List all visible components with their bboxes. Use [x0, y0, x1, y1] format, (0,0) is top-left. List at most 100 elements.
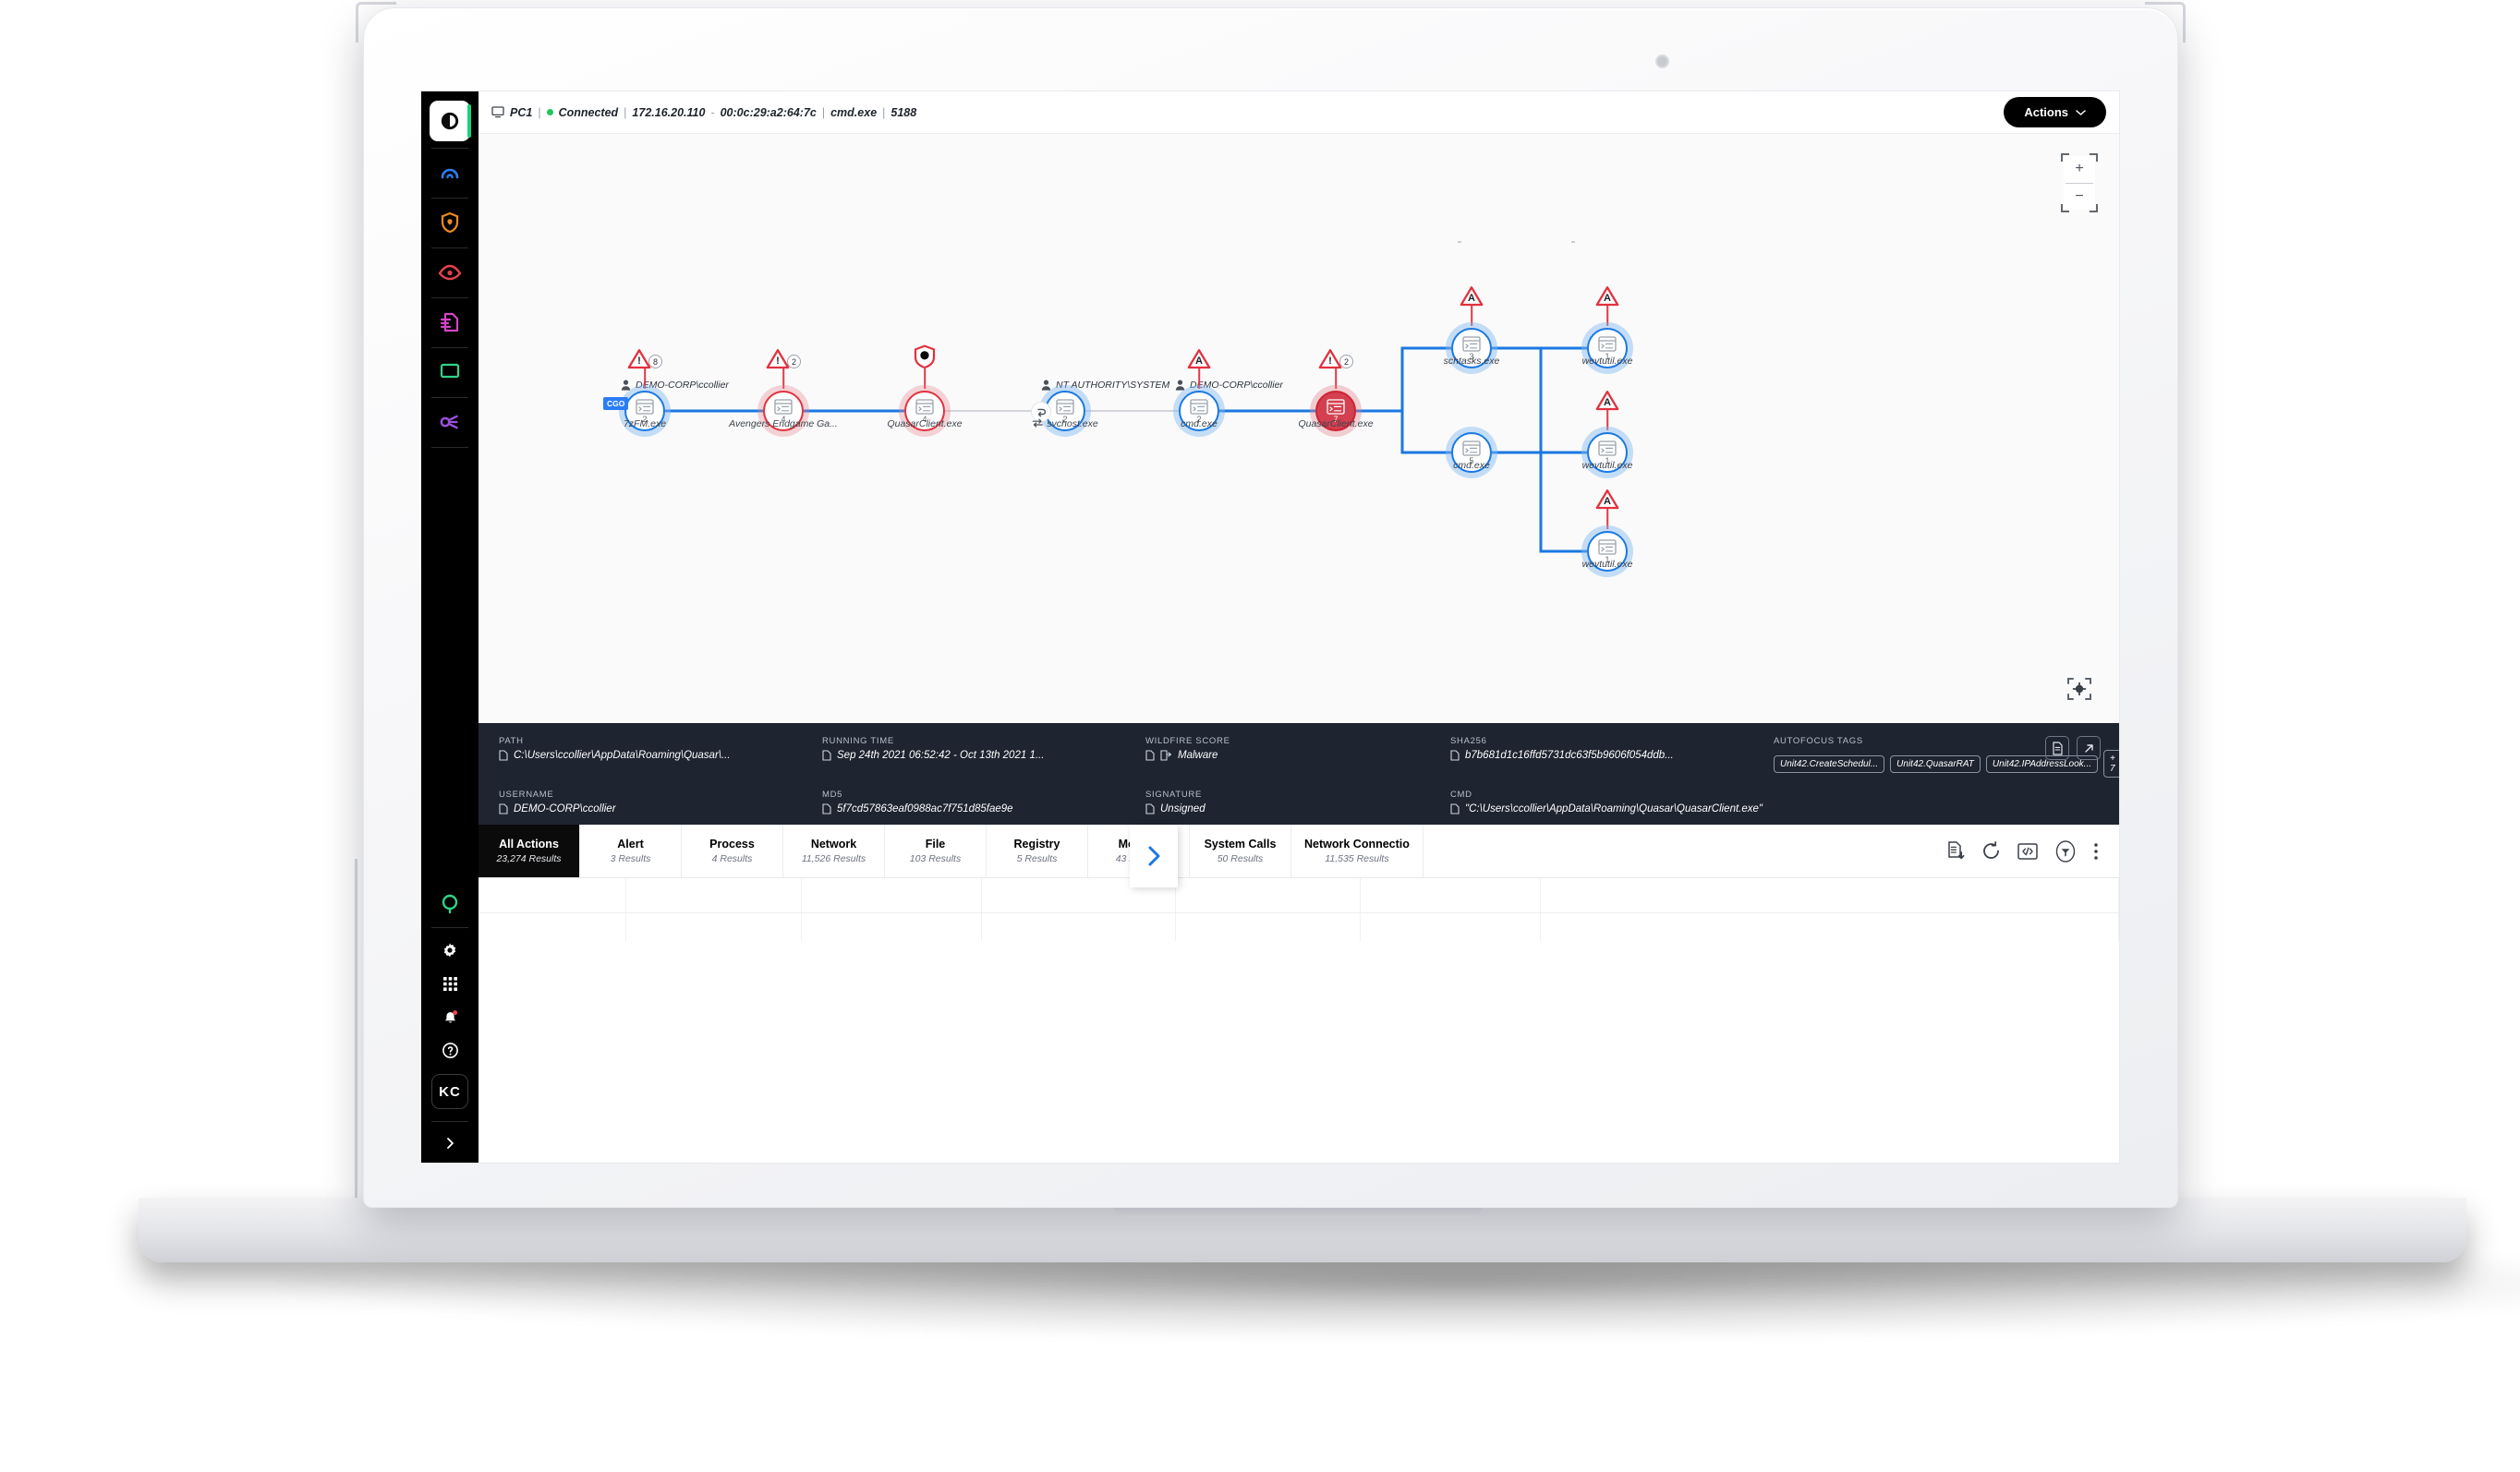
- alert-badge[interactable]: A: [1187, 348, 1211, 369]
- sidebar-item-investigation[interactable]: [430, 258, 470, 287]
- node-circle[interactable]: 2: [1179, 391, 1219, 431]
- zoom-out-button[interactable]: −: [2064, 183, 2095, 210]
- alert-badge[interactable]: A: [1595, 285, 1619, 307]
- open-external-icon[interactable]: [2077, 736, 2101, 760]
- separator: |: [882, 105, 886, 119]
- warning-triangle-icon: A: [1595, 489, 1619, 510]
- notifications-bell-icon[interactable]: [430, 1003, 470, 1031]
- wildfire-link-icon[interactable]: [1160, 750, 1172, 761]
- autofocus-tag[interactable]: Unit42.CreateSchedul...: [1774, 754, 1885, 773]
- sidebar-item-rules[interactable]: [430, 407, 470, 437]
- rail-divider: [431, 447, 468, 448]
- table-cell: [626, 913, 802, 941]
- sidebar-item-endpoints[interactable]: [430, 357, 470, 387]
- node-circle[interactable]: 7: [1315, 391, 1356, 431]
- actions-button[interactable]: Actions: [2004, 97, 2106, 127]
- terminal-icon: [1327, 398, 1345, 415]
- sidebar-item-dashboard[interactable]: [430, 158, 470, 187]
- table-cell: [1541, 913, 2119, 941]
- chevron-right-icon[interactable]: [430, 1128, 470, 1159]
- user-text: DEMO-CORP\ccollier: [636, 380, 729, 391]
- user-text: DEMO-CORP\ccollier: [1190, 380, 1283, 391]
- code-view-icon[interactable]: [2017, 842, 2038, 860]
- alert-badge[interactable]: A: [1595, 489, 1619, 510]
- alert-badge[interactable]: A: [1595, 390, 1619, 411]
- export-document-icon[interactable]: [1947, 841, 1965, 861]
- detail-label-signature: SIGNATURE: [1145, 790, 1203, 800]
- autofocus-tag[interactable]: Unit42.QuasarRAT: [1890, 754, 1981, 773]
- sha256-text: b7b681d1c16ffd5731dc63f5b9606f054ddb...: [1465, 750, 1674, 761]
- tabs-next-button[interactable]: [1130, 825, 1178, 887]
- node-circle[interactable]: 4: [763, 391, 804, 431]
- copy-document-icon[interactable]: [2045, 736, 2069, 760]
- alert-glyph: !: [637, 356, 641, 367]
- alert-count: 2: [1339, 355, 1353, 368]
- alert-badge[interactable]: !2: [1318, 348, 1353, 369]
- detail-field-wildfire: WILDFIRE SCORE Malware: [1145, 736, 1450, 778]
- help-icon[interactable]: [430, 1036, 470, 1064]
- detail-value-md5: 5f7cd57863eaf0988ac7f751d85fae9e: [822, 803, 1145, 814]
- node-circle[interactable]: 1: [1587, 432, 1628, 473]
- gear-icon[interactable]: [430, 936, 470, 964]
- node-circle[interactable]: 2: [1031, 391, 1085, 431]
- zoom-control[interactable]: + −: [2061, 153, 2098, 212]
- node-label: QuasarClient.exe: [1298, 418, 1374, 429]
- node-circle[interactable]: 1: [1587, 531, 1628, 572]
- detail-label-running-time: RUNNING TIME: [822, 736, 894, 746]
- alert-connector: [1471, 306, 1472, 326]
- process-name: cmd.exe: [830, 105, 878, 119]
- more-vertical-icon[interactable]: [2093, 842, 2099, 861]
- autofocus-tag[interactable]: Unit42.IPAddressLook...: [1985, 754, 2099, 773]
- node-circle[interactable]: 3: [1451, 328, 1492, 368]
- malware-shield-badge[interactable]: [914, 344, 936, 369]
- center-focus-icon[interactable]: [2066, 675, 2093, 703]
- avatar[interactable]: KC: [431, 1074, 468, 1109]
- cortex-logo-icon[interactable]: [430, 101, 471, 141]
- alert-badge[interactable]: !8: [627, 348, 662, 369]
- refresh-icon[interactable]: [1981, 841, 2001, 861]
- detail-label-autofocus: AUTOFOCUS TAGS: [1774, 736, 1863, 746]
- sidebar-item-reports[interactable]: [430, 308, 470, 337]
- filter-icon[interactable]: [2054, 839, 2077, 863]
- detail-label-username: USERNAME: [499, 790, 554, 800]
- node-circle[interactable]: 4: [904, 391, 945, 431]
- node-count: 5: [1469, 455, 1474, 465]
- terminal-icon: [1598, 440, 1617, 456]
- alert-badge[interactable]: A: [1460, 285, 1484, 307]
- grid-apps-icon[interactable]: [430, 970, 470, 997]
- autofocus-tag-more[interactable]: + 7: [2103, 750, 2119, 778]
- table-row: [479, 913, 2119, 941]
- rail-divider: [431, 198, 468, 199]
- node-circle[interactable]: 5: [1451, 432, 1492, 473]
- terminal-icon: [1190, 398, 1208, 415]
- assistant-icon[interactable]: [430, 890, 470, 918]
- sidebar-item-shield[interactable]: [430, 208, 470, 237]
- zoom-in-button[interactable]: +: [2064, 156, 2095, 183]
- node-label: schtasks.exe: [1443, 356, 1500, 367]
- node-circle[interactable]: 1: [1587, 328, 1628, 368]
- avatar-initials: KC: [439, 1083, 461, 1100]
- detail-field-sha256: SHA256 b7b681d1c16ffd5731dc63f5b9606f054…: [1450, 736, 1774, 778]
- alert-badge[interactable]: !2: [766, 348, 801, 369]
